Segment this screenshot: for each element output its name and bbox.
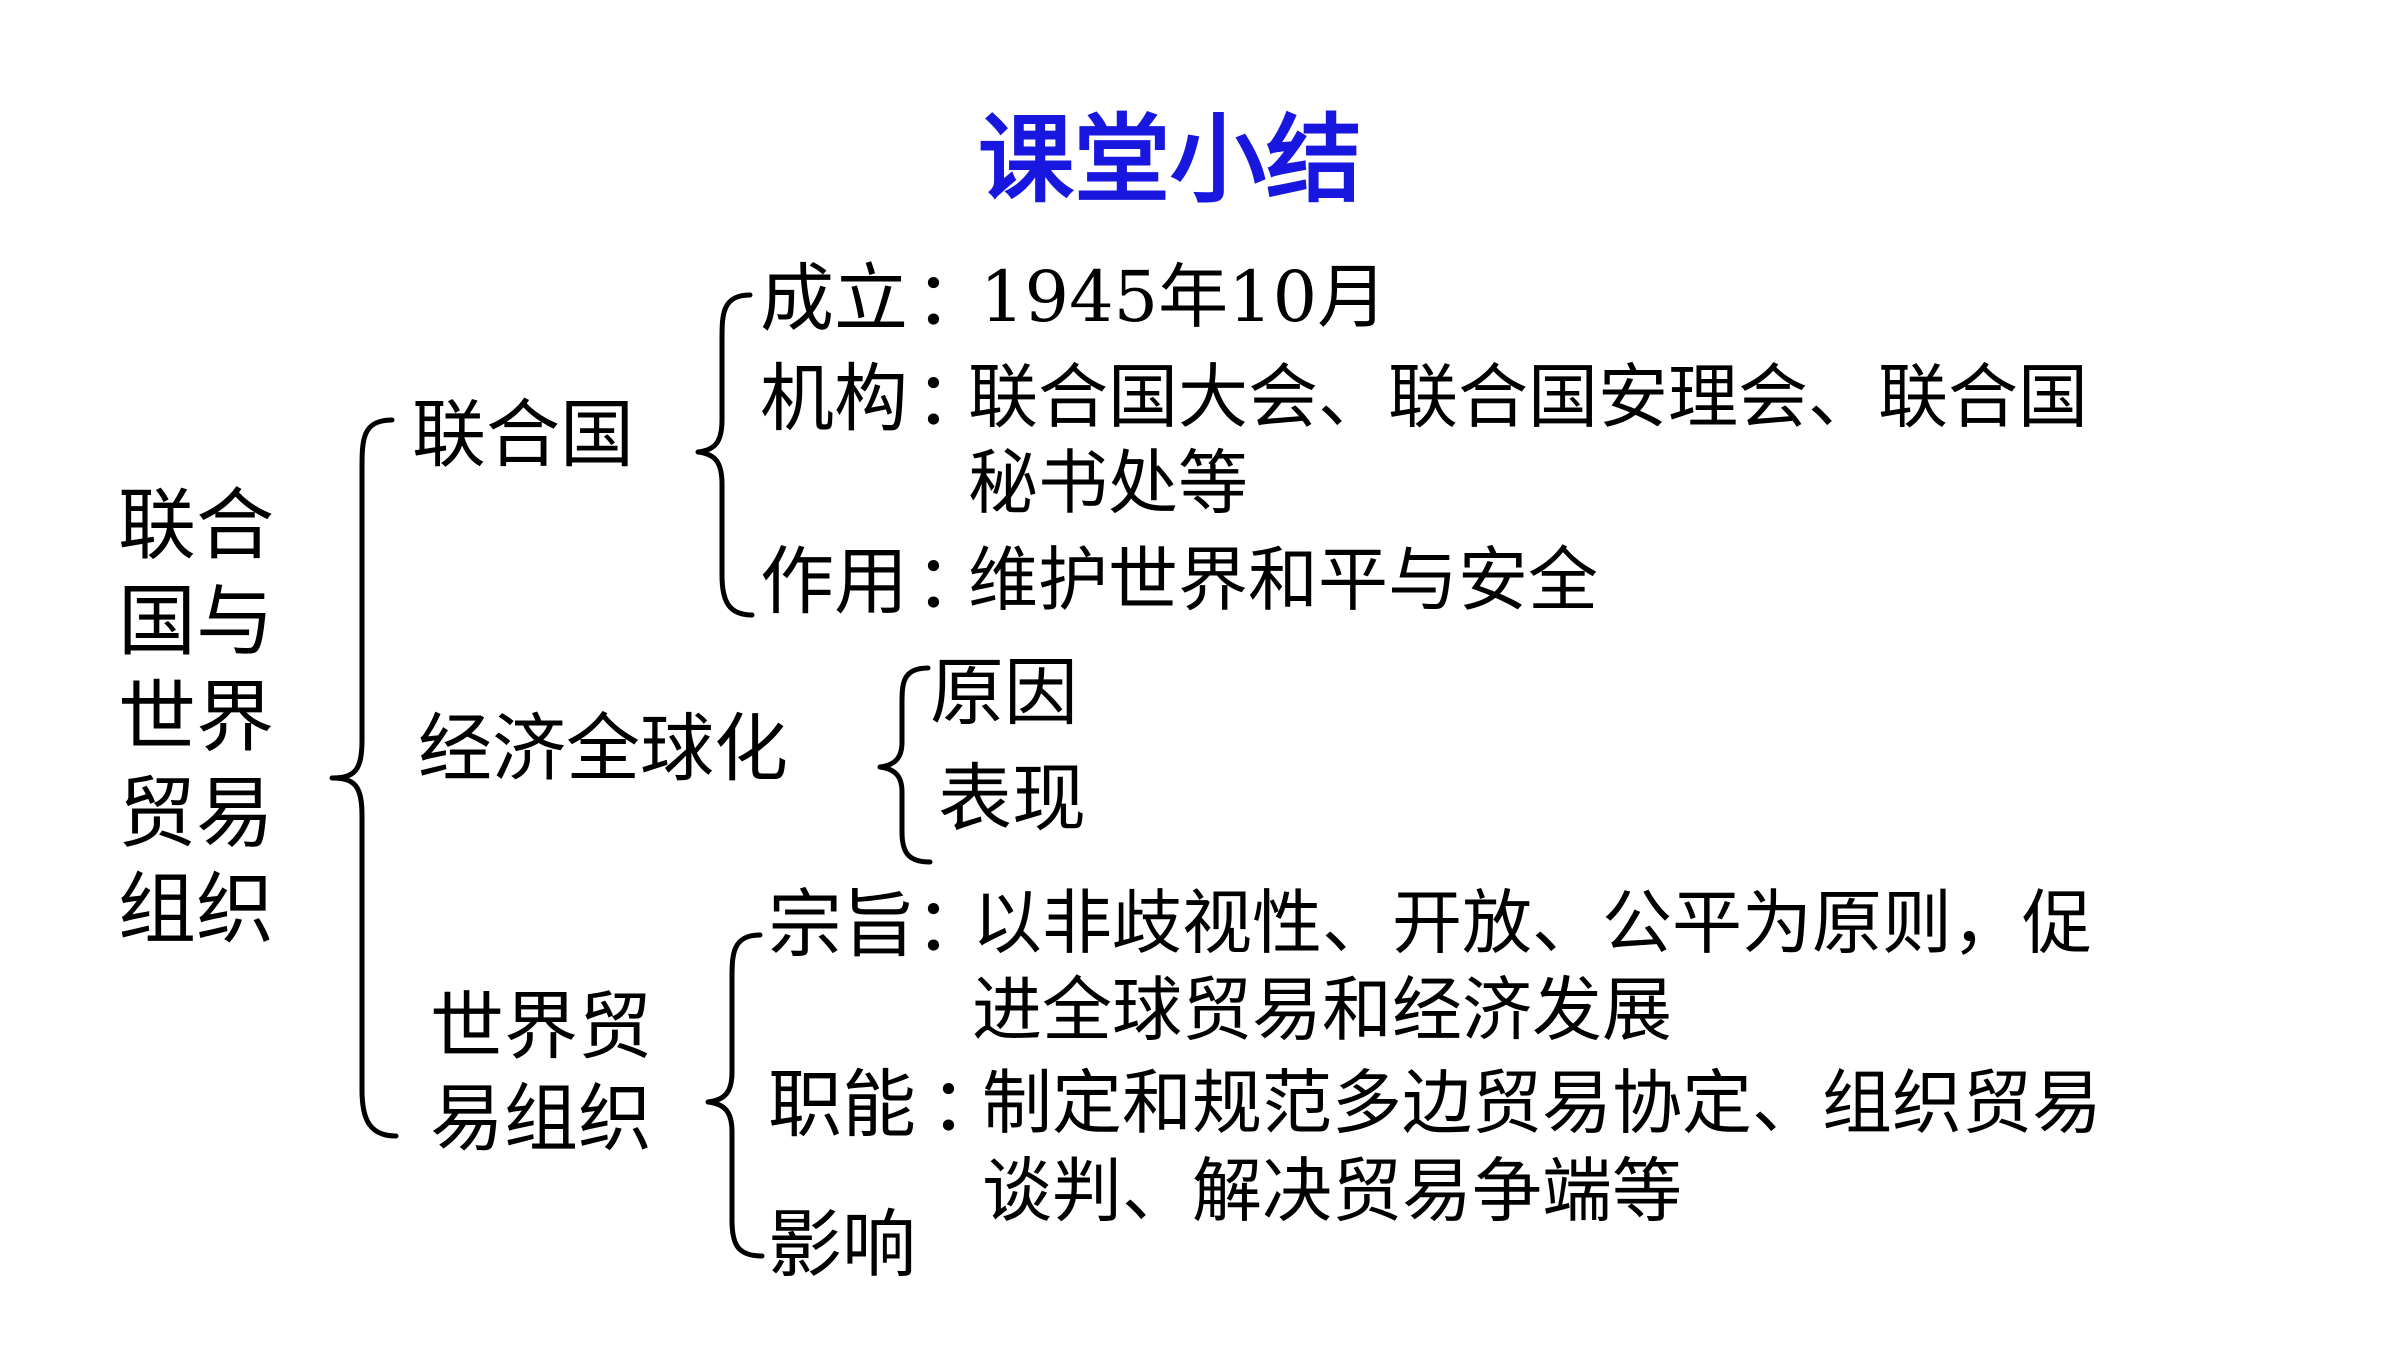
un-organs-label: 机构 [760, 356, 908, 442]
branch-un: 联合国 [412, 392, 634, 478]
branch-wto-line1: 世界贸 [430, 984, 652, 1070]
branch-globalization: 经济全球化 [418, 706, 788, 792]
globalization-cause: 原因 [930, 650, 1078, 736]
globalization-brace [877, 665, 933, 865]
branch-wto-line2: 易组织 [430, 1076, 652, 1162]
wto-impact-label: 影响 [768, 1202, 916, 1288]
un-role-label: 作用 [760, 539, 908, 625]
un-organs-line2: 秘书处等 [968, 442, 1248, 524]
wto-purpose-line2: 进全球贸易和经济发展 [972, 969, 1672, 1051]
wto-brace [705, 932, 765, 1259]
un-founded-value: 1945年10月 [980, 256, 1388, 338]
wto-function-label: 职能 [768, 1062, 916, 1148]
un-founded-label: 成立 [760, 256, 908, 342]
wto-function-line1: 制定和规范多边贸易协定、组织贸易 [982, 1062, 2102, 1144]
un-role-value: 维护世界和平与安全 [968, 539, 1598, 621]
slide-title: 课堂小结 [978, 104, 1362, 216]
root-topic: 联合国与世界贸易组织 [118, 481, 275, 955]
un-role-colon: ： [915, 539, 989, 625]
wto-function-line2: 谈判、解决贸易争端等 [982, 1150, 1682, 1232]
un-founded-colon: ： [915, 256, 989, 342]
un-brace [695, 292, 755, 618]
wto-purpose-label: 宗旨 [768, 882, 916, 968]
un-organs-line1: 联合国大会、联合国安理会、联合国 [968, 356, 2088, 438]
main-brace [329, 417, 399, 1139]
wto-purpose-colon: ： [915, 882, 989, 968]
globalization-manifestation: 表现 [938, 756, 1086, 842]
wto-function-colon: ： [930, 1062, 1004, 1148]
wto-purpose-line1: 以非歧视性、开放、公平为原则，促 [972, 882, 2092, 964]
un-organs-colon: ： [915, 356, 989, 442]
